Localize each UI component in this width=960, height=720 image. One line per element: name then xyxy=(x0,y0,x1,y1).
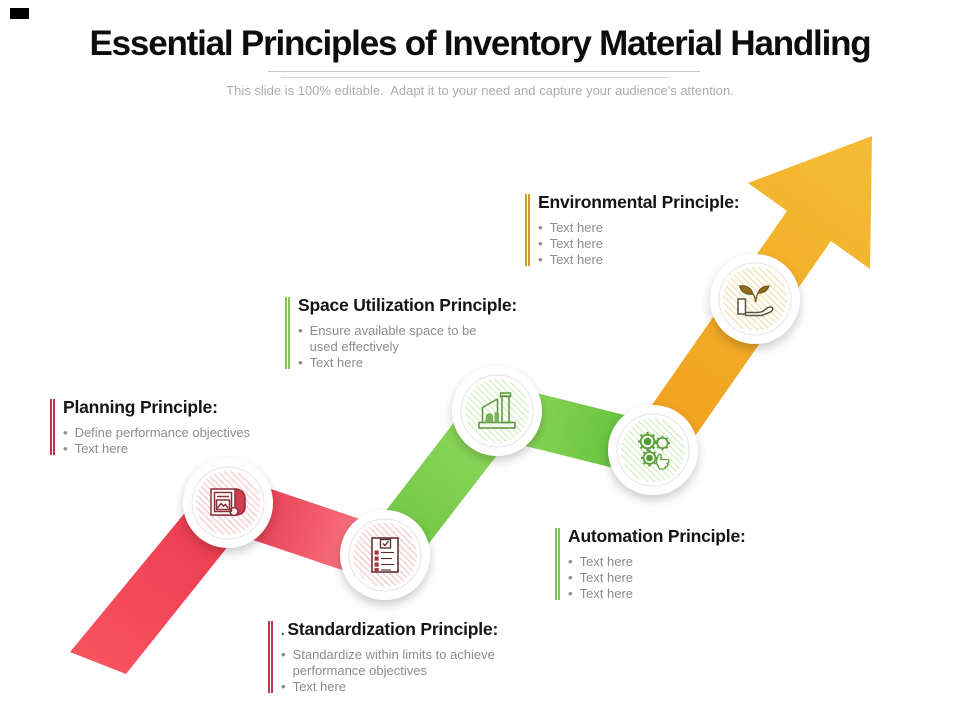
list-item: Text here xyxy=(538,236,788,252)
bullet-list: Define performance objectives Text here xyxy=(63,425,333,457)
accent-bar xyxy=(555,528,560,600)
list-item: Text here xyxy=(298,355,488,371)
bullet-list: Text here Text here Text here xyxy=(568,554,808,602)
principle-block-environmental: Environmental Principle: Text here Text … xyxy=(525,192,788,268)
list-item: Text here xyxy=(63,441,333,457)
principle-block-standardization: .Standardization Principle: Standardize … xyxy=(268,619,581,695)
node-planning xyxy=(183,458,273,548)
gears-icon xyxy=(637,431,670,470)
principle-block-planning: Planning Principle: Define performance o… xyxy=(50,397,333,457)
node-space-utilization xyxy=(452,366,542,456)
node-standardization xyxy=(340,510,430,600)
corner-mark xyxy=(10,8,29,19)
list-item: Define performance objectives xyxy=(63,425,333,441)
accent-bar xyxy=(50,399,55,455)
title-divider-line-2 xyxy=(281,77,669,78)
list-item: Text here xyxy=(538,220,788,236)
plant-hand-icon xyxy=(737,285,774,317)
list-item: Standardize within limits to achieve per… xyxy=(281,647,521,679)
bullet-list: Text here Text here Text here xyxy=(538,220,788,268)
slide-subtitle: This slide is 100% editable. Adapt it to… xyxy=(226,83,734,98)
principle-title: Automation Principle: xyxy=(568,526,746,546)
list-item: Text here xyxy=(538,252,788,268)
bullet-list: Standardize within limits to achieve per… xyxy=(281,647,521,695)
principle-title: Planning Principle: xyxy=(63,397,218,417)
accent-bar xyxy=(268,621,273,693)
title-divider-line xyxy=(268,71,700,72)
principle-block-space-utilization: Space Utilization Principle: Ensure avai… xyxy=(285,295,548,371)
principle-block-automation: Automation Principle: Text here Text her… xyxy=(555,526,808,602)
checklist-icon xyxy=(371,537,399,573)
principle-title: Space Utilization Principle: xyxy=(298,295,518,315)
newspaper-icon xyxy=(210,488,246,517)
list-item: Ensure available space to be used effect… xyxy=(298,323,488,355)
principle-title: Environmental Principle: xyxy=(538,192,740,212)
node-automation xyxy=(608,405,698,495)
accent-bar xyxy=(285,297,290,369)
node-environmental xyxy=(710,254,800,344)
bullet-list: Ensure available space to be used effect… xyxy=(298,323,488,371)
page-title: Essential Principles of Inventory Materi… xyxy=(89,24,872,63)
list-item: Text here xyxy=(568,586,808,602)
principle-title: .Standardization Principle: xyxy=(281,619,499,639)
factory-icon xyxy=(478,392,516,429)
accent-bar xyxy=(525,194,530,266)
list-item: Text here xyxy=(281,679,521,695)
stray-period: . xyxy=(281,623,285,638)
list-item: Text here xyxy=(568,570,808,586)
list-item: Text here xyxy=(568,554,808,570)
